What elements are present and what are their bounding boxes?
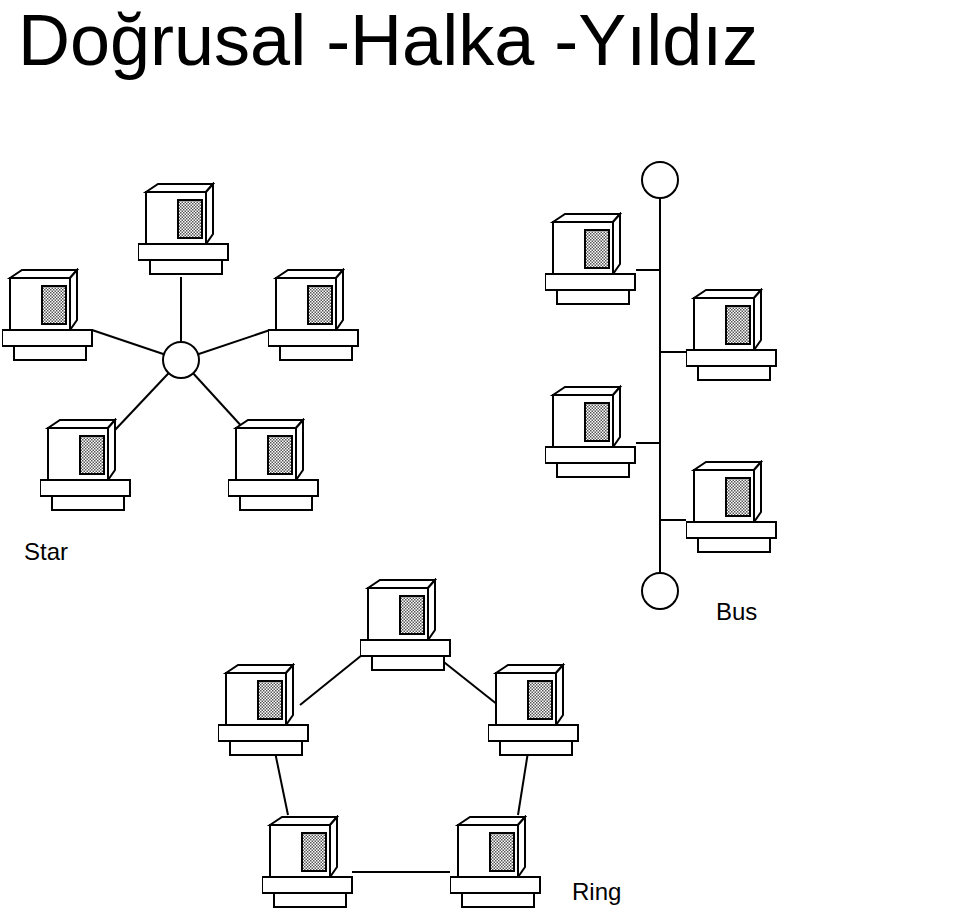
topology-label: Ring [572, 880, 621, 904]
hub-terminators [163, 162, 678, 609]
cables [92, 198, 686, 872]
diagram-title: Doğrusal -Halka -Yıldız [18, 4, 758, 76]
topology-label: Bus [716, 600, 757, 624]
topology-label: Star [24, 540, 68, 564]
computers [2, 184, 776, 907]
